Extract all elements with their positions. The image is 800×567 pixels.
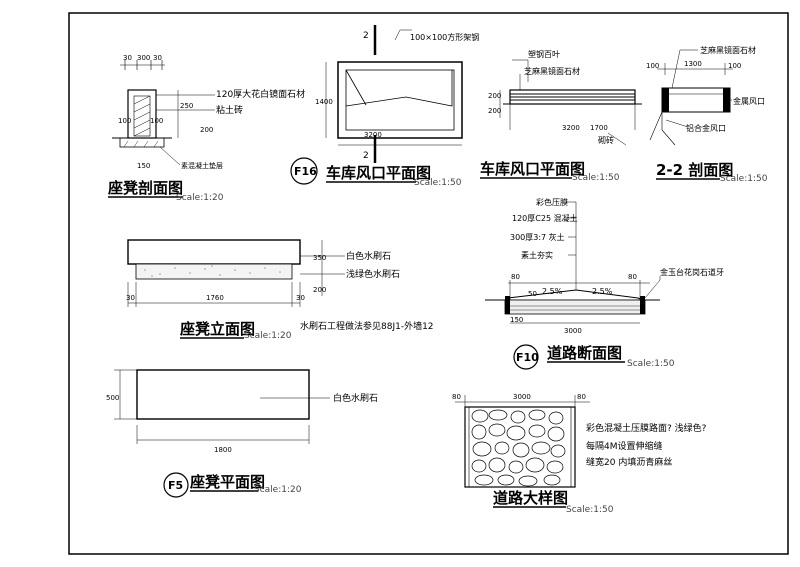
road-section-title: 道路断面图 bbox=[547, 344, 622, 362]
detail-dim-80b: 80 bbox=[577, 393, 586, 401]
layer-rammed: 素土夯实 bbox=[521, 250, 553, 260]
section-2-2-scale: Scale:1:50 bbox=[720, 174, 768, 184]
f5-label: F5 bbox=[168, 479, 183, 492]
label-masonry: 砌砖 bbox=[598, 135, 614, 145]
layer-color-film: 彩色压膜 bbox=[536, 197, 568, 207]
sheet-border bbox=[68, 12, 789, 555]
plan-dim-3200: 3200 bbox=[364, 131, 382, 139]
steel-frame-label: 100×100方形架钢 bbox=[410, 32, 479, 42]
f16-badge bbox=[290, 157, 318, 185]
bench-plan-drawing: 500 白色水刷石 1800 bbox=[106, 369, 378, 454]
plan-dim-1800: 1800 bbox=[214, 446, 232, 454]
garage-vent-elev-drawing: 塑钢百叶 芝麻黑镜面石材 200 200 3200 1700 砌砖 bbox=[488, 49, 642, 146]
elev-dim-1700: 1700 bbox=[590, 124, 608, 132]
label-al-vent: 铝合金风口 bbox=[686, 123, 726, 133]
detail-note-3: 缝宽20 内填沥青麻丝 bbox=[586, 456, 672, 468]
plan-dim-1400: 1400 bbox=[315, 98, 333, 106]
dim-300: 300 bbox=[137, 54, 150, 62]
plan-label-granite: 白色水刷石 bbox=[333, 392, 378, 404]
bench-plan-title: 座凳平面图 bbox=[189, 473, 265, 491]
label-concrete-bed: 素混凝土垫层 bbox=[181, 161, 223, 170]
label-black-stone: 芝麻黑镜面石材 bbox=[524, 66, 580, 76]
section-mark-bottom: 2 bbox=[363, 151, 369, 161]
label-louver: 塑钢百叶 bbox=[528, 49, 560, 59]
label-white-granite: 白色水刷石 bbox=[346, 250, 391, 262]
elev-dim-350: 350 bbox=[313, 254, 326, 262]
elev-dim-200b: 200 bbox=[488, 107, 501, 115]
elev-dim-200: 200 bbox=[313, 286, 326, 294]
layer-c25: 120厚C25 混凝土 bbox=[512, 213, 578, 223]
road-section-scale: Scale:1:50 bbox=[627, 359, 675, 369]
bench-elevation-scale: Scale:1:20 bbox=[244, 331, 292, 341]
dim-200: 200 bbox=[200, 126, 213, 134]
plan-dim-500: 500 bbox=[106, 394, 119, 402]
section-2-2-drawing: 100 1300 100 芝麻黑镜面石材 金属风口 铝合金风口 bbox=[646, 45, 765, 146]
detail-note-2: 每隔4M设置伸缩缝 bbox=[586, 440, 663, 452]
dim-100a: 100 bbox=[118, 117, 131, 125]
garage-vent-elev-scale: Scale:1:50 bbox=[572, 173, 620, 183]
dim-250: 250 bbox=[180, 102, 193, 110]
bench-section-title: 座凳剖面图 bbox=[107, 179, 183, 197]
label-metal-vent: 金属风口 bbox=[733, 96, 765, 106]
bench-section-drawing: 30 300 30 250 200 100 100 150 120厚大花白镜面石… bbox=[112, 54, 305, 170]
sec-dim-100a: 100 bbox=[646, 62, 659, 70]
garage-vent-plan-drawing: 2 2 100×100方形架钢 1400 3200 bbox=[315, 25, 479, 163]
garage-vent-plan-title: 车库风口平面图 bbox=[326, 164, 431, 182]
granite-note: 水刷石工程做法参见88J1-外墙12 bbox=[300, 320, 434, 332]
dim-100b: 100 bbox=[150, 117, 163, 125]
road-dim-80b: 80 bbox=[628, 273, 637, 281]
slope-right: 2.5% bbox=[592, 287, 613, 296]
dim-30b: 30 bbox=[153, 54, 162, 62]
label-stone-top: 120厚大花白镜面石材 bbox=[216, 88, 305, 100]
bench-elevation-drawing: 350 200 白色水刷石 浅绿色水刷石 30 1760 30 水刷石工程做法参… bbox=[126, 239, 434, 332]
section-2-2-title: 2-2 剖面图 bbox=[656, 161, 733, 179]
layer-lime-soil: 300厚3:7 灰土 bbox=[510, 232, 565, 242]
road-detail-title: 道路大样图 bbox=[493, 489, 568, 507]
road-section-drawing: 彩色压膜 120厚C25 混凝土 300厚3:7 灰土 素土夯实 80 80 2… bbox=[485, 197, 724, 335]
dim-150: 150 bbox=[137, 162, 150, 170]
label-brick: 粘土砖 bbox=[216, 104, 243, 116]
dim-30a: 30 bbox=[123, 54, 132, 62]
f10-label: F10 bbox=[516, 351, 539, 364]
sec-dim-100b: 100 bbox=[728, 62, 741, 70]
road-detail-scale: Scale:1:50 bbox=[566, 505, 614, 515]
elev-dim-3200: 3200 bbox=[562, 124, 580, 132]
elev-dim-30b: 30 bbox=[296, 294, 305, 302]
label-green-granite: 浅绿色水刷石 bbox=[346, 268, 400, 280]
garage-vent-elev-title: 车库风口平面图 bbox=[480, 160, 585, 178]
detail-dim-3000: 3000 bbox=[513, 393, 531, 401]
road-dim-150: 150 bbox=[510, 316, 523, 324]
elev-dim-1760: 1760 bbox=[206, 294, 224, 302]
garage-vent-plan-scale: Scale:1:50 bbox=[414, 178, 462, 188]
road-detail-drawing: 80 3000 80 彩色混凝土压膜路面? 浅绿色? 每隔4M设置伸缩缝 缝宽2… bbox=[452, 393, 707, 488]
elev-dim-200a: 200 bbox=[488, 92, 501, 100]
f10-badge bbox=[513, 344, 539, 370]
sec-dim-1300: 1300 bbox=[684, 60, 702, 68]
detail-note-1: 彩色混凝土压膜路面? 浅绿色? bbox=[586, 422, 707, 434]
detail-dim-80a: 80 bbox=[452, 393, 461, 401]
elev-dim-30a: 30 bbox=[126, 294, 135, 302]
road-dim-50: 50 bbox=[528, 290, 537, 298]
road-dim-80a: 80 bbox=[511, 273, 520, 281]
label-2-2-stone: 芝麻黑镜面石材 bbox=[700, 45, 756, 55]
slope-left: 2.5% bbox=[542, 287, 563, 296]
f5-badge bbox=[163, 472, 189, 498]
section-mark-top: 2 bbox=[363, 31, 369, 41]
f16-label: F16 bbox=[294, 165, 317, 178]
bench-plan-scale: Scale:1:20 bbox=[254, 485, 302, 495]
label-curb: 金玉台花岗石道牙 bbox=[660, 267, 724, 277]
bench-elevation-title: 座凳立面图 bbox=[179, 320, 255, 338]
road-dim-3000: 3000 bbox=[564, 327, 582, 335]
bench-section-scale: Scale:1:20 bbox=[176, 193, 224, 203]
